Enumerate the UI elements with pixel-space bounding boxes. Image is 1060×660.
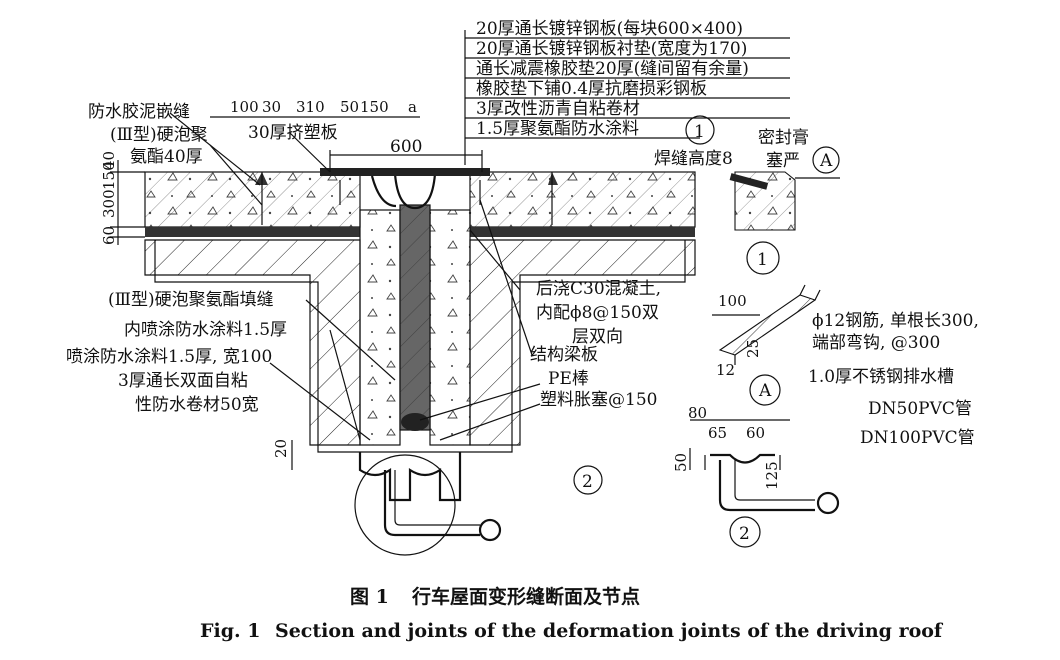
label-beam: 结构梁板 bbox=[530, 345, 598, 365]
label-sealant: 防水胶泥嵌缝 bbox=[88, 102, 190, 122]
label-pipe50: DN50PVC管 bbox=[868, 399, 972, 419]
detail-1 bbox=[729, 146, 840, 275]
dim-310: 310 bbox=[296, 98, 325, 116]
detail2-circle bbox=[354, 454, 456, 556]
stack-underlines bbox=[464, 30, 790, 165]
marker-1-label: 1 bbox=[757, 250, 768, 270]
stack-label-4: 橡胶垫下铺0.4厚抗磨损彩钢板 bbox=[476, 79, 707, 99]
callout-1-label: 1 bbox=[694, 122, 705, 142]
steel-plate bbox=[320, 168, 490, 176]
label-board: 30厚挤塑板 bbox=[248, 123, 338, 143]
vdim-20: 20 bbox=[272, 439, 290, 458]
label-concrete-1: 后浇C30混凝土, bbox=[536, 279, 661, 299]
post-pour-left bbox=[359, 209, 401, 446]
marker-2-label: 2 bbox=[739, 524, 750, 544]
top-dimension bbox=[210, 116, 483, 172]
label-spray-2: 3厚通长双面自粘 bbox=[118, 371, 248, 391]
label-spray-1: 喷涂防水涂料1.5厚, 宽100 bbox=[66, 347, 272, 367]
label-pe-rod: PE棒 bbox=[548, 369, 589, 389]
drain-trough bbox=[358, 452, 462, 502]
vdim-150: 150 bbox=[100, 161, 118, 190]
dim2-50: 50 bbox=[672, 453, 690, 472]
main-section bbox=[144, 168, 696, 556]
dim-150: 150 bbox=[360, 98, 389, 116]
dim-a: a bbox=[408, 98, 417, 116]
callout-1-circle bbox=[685, 115, 715, 145]
drain-pipe bbox=[383, 470, 480, 537]
caption-cn: 行车屋面变形缝断面及节点 bbox=[411, 585, 640, 608]
label-channel: 1.0厚不锈钢排水槽 bbox=[808, 367, 954, 387]
label-pipe100: DN100PVC管 bbox=[860, 428, 975, 448]
pipe-end bbox=[478, 518, 502, 542]
dim-30: 30 bbox=[262, 98, 281, 116]
detail-2 bbox=[689, 419, 840, 548]
caption-en: Section and joints of the deformation jo… bbox=[275, 620, 944, 642]
detail-a bbox=[712, 284, 821, 406]
marker-a2-circle bbox=[749, 374, 781, 406]
dim-50: 50 bbox=[340, 98, 359, 116]
stack-label-6: 1.5厚聚氨酯防水涂料 bbox=[476, 119, 639, 139]
dimA-100: 100 bbox=[718, 292, 747, 310]
waterproof-outline bbox=[154, 240, 686, 453]
label-seal-2: 塞严 bbox=[766, 151, 800, 171]
label-foam-1: (Ⅲ型)硬泡聚 bbox=[110, 125, 208, 145]
marker-2-circle bbox=[729, 516, 761, 548]
dim-600: 600 bbox=[390, 137, 422, 157]
stack-label-2: 20厚通长镀锌钢板衬垫(宽度为170) bbox=[476, 39, 747, 59]
dimA-12: 12 bbox=[716, 361, 735, 379]
label-plug: 塑料胀塞@150 bbox=[540, 390, 657, 410]
marker-a2-label: A bbox=[758, 381, 772, 401]
marker-1-circle bbox=[746, 241, 780, 275]
pe-rod bbox=[401, 413, 429, 431]
vdim-60: 60 bbox=[100, 226, 118, 245]
label-rebar-1: ϕ12钢筋, 单根长300, bbox=[812, 311, 979, 331]
label-concrete-3: 层双向 bbox=[572, 327, 623, 347]
label-foam-2: 氨酯40厚 bbox=[130, 147, 203, 167]
label-spray-3: 性防水卷材50宽 bbox=[135, 395, 259, 415]
caption-en-label: Fig. 1 bbox=[200, 620, 260, 642]
stack-label-3: 通长减震橡胶垫20厚(缝间留有余量) bbox=[476, 59, 749, 79]
label-seal-1: 密封膏 bbox=[758, 127, 809, 148]
vdim-300: 300 bbox=[100, 189, 118, 218]
caption-cn-label: 图 1 bbox=[350, 586, 389, 608]
dim-100: 100 bbox=[230, 98, 259, 116]
label-weld: 焊缝高度8 bbox=[654, 149, 733, 169]
dim2-60: 60 bbox=[746, 424, 765, 442]
stack-label-1: 20厚通长镀锌钢板(每块600×400) bbox=[476, 19, 743, 39]
marker-a-label: A bbox=[819, 151, 833, 171]
dim2-65: 65 bbox=[708, 424, 727, 442]
post-pour-right bbox=[429, 209, 471, 446]
cover-plate bbox=[320, 172, 490, 210]
label-inner-coat: 内喷涂防水涂料1.5厚 bbox=[124, 320, 287, 340]
stack-label-5: 3厚改性沥青自粘卷材 bbox=[476, 99, 640, 119]
label-fill-joint: (Ⅲ型)硬泡聚氨酯填缝 bbox=[108, 290, 274, 310]
vdim-40: 40 bbox=[100, 151, 118, 170]
callout-2-label: 2 bbox=[582, 472, 593, 492]
callout-2-circle bbox=[573, 465, 603, 495]
marker-a-circle bbox=[812, 146, 840, 174]
dim2-80: 80 bbox=[688, 404, 707, 422]
insulation-left bbox=[145, 227, 360, 237]
dim2-125: 125 bbox=[763, 461, 781, 490]
label-concrete-2: 内配ϕ8@150双 bbox=[536, 303, 659, 323]
vertical-dimension bbox=[110, 160, 293, 470]
dimA-25: 25 bbox=[744, 339, 762, 358]
label-rebar-2: 端部弯钩, @300 bbox=[812, 333, 940, 353]
leaders bbox=[169, 112, 541, 441]
insulation-right bbox=[470, 227, 695, 237]
